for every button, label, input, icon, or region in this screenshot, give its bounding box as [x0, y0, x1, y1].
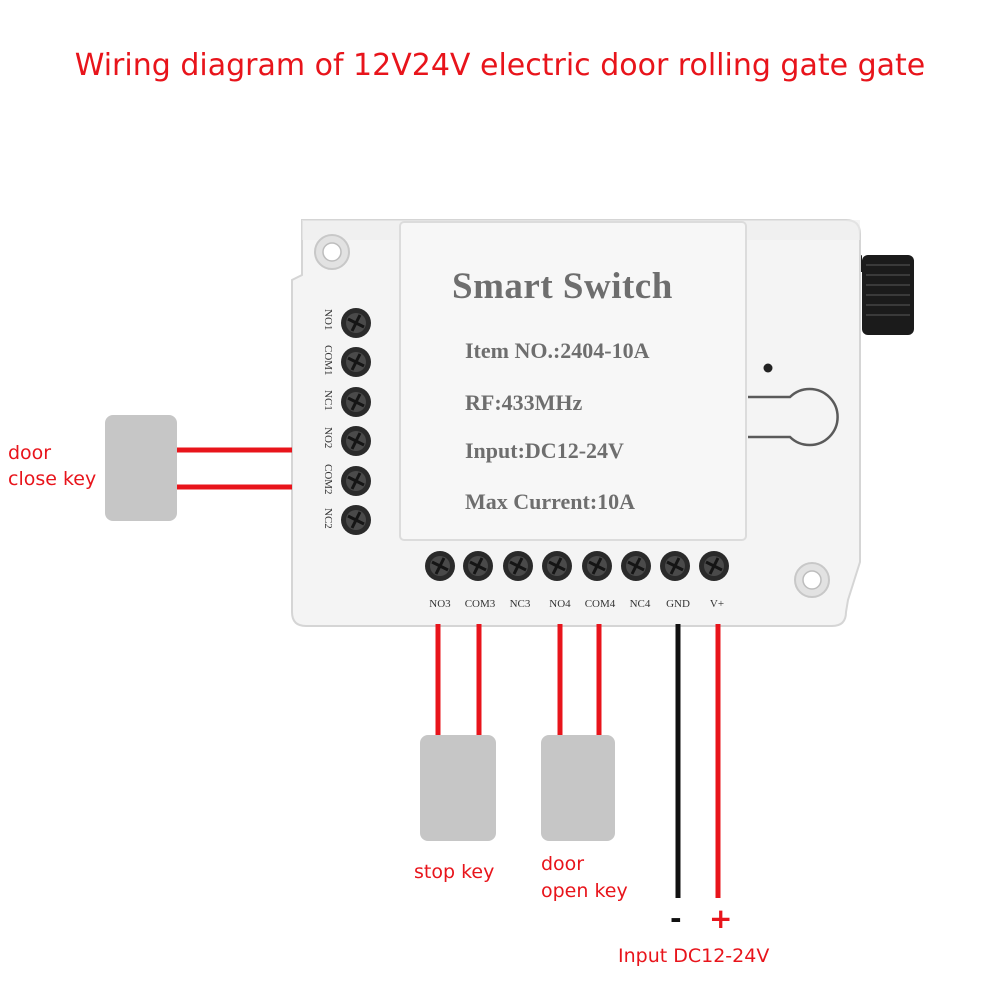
- terminal-label-vplus: V+: [709, 598, 725, 610]
- power-input-label: Input DC12-24V: [618, 945, 770, 967]
- stop-key: [420, 735, 496, 841]
- door-close-label-line1: door: [8, 442, 52, 464]
- terminal-screw: [341, 347, 371, 377]
- bottom-terminal-block: [425, 551, 729, 581]
- terminal-label-no2: NO2: [322, 427, 334, 449]
- terminal-screw: [341, 387, 371, 417]
- terminal-label-no3: NO3: [429, 598, 451, 610]
- door-open-wires: [557, 624, 602, 737]
- terminal-screw: [699, 551, 729, 581]
- terminal-screw: [542, 551, 572, 581]
- side-terminal-block: [341, 308, 371, 535]
- item-number: Item NO.:2404-10A: [465, 338, 650, 363]
- terminal-label-com3: COM3: [464, 598, 496, 610]
- door-close-wires: [177, 447, 292, 490]
- learn-button[interactable]: [748, 363, 839, 447]
- door-close-label-line2: close key: [8, 468, 97, 490]
- terminal-screw: [341, 505, 371, 535]
- diagram-title: Wiring diagram of 12V24V electric door r…: [74, 48, 926, 83]
- board-heading: Smart Switch: [452, 266, 673, 307]
- terminal-label-com4: COM4: [584, 598, 616, 610]
- terminal-label-nc3: NC3: [509, 598, 531, 610]
- terminal-screw: [341, 308, 371, 338]
- terminal-label-com1: COM1: [322, 345, 334, 376]
- terminal-screw: [503, 551, 533, 581]
- terminal-screw: [341, 426, 371, 456]
- plus-sign: +: [709, 902, 733, 935]
- input-spec: Input:DC12-24V: [465, 438, 624, 463]
- terminal-screw: [463, 551, 493, 581]
- label-panel: [399, 221, 747, 541]
- terminal-screw: [660, 551, 690, 581]
- terminal-screw: [425, 551, 455, 581]
- terminal-label-com2: COM2: [322, 464, 334, 495]
- terminal-screw: [621, 551, 651, 581]
- mounting-hole-bottom: [794, 562, 830, 598]
- door-open-label-line1: door: [541, 853, 585, 875]
- max-current: Max Current:10A: [465, 489, 636, 514]
- door-open-key: [541, 735, 615, 841]
- terminal-screw: [341, 466, 371, 496]
- terminal-label-nc2: NC2: [322, 508, 334, 529]
- door-open-label-line2: open key: [541, 880, 628, 902]
- stop-wires: [435, 624, 482, 737]
- stop-key-label: stop key: [414, 861, 495, 883]
- terminal-label-gnd: GND: [666, 598, 690, 610]
- rf-frequency: RF:433MHz: [465, 390, 583, 415]
- mounting-hole-top: [314, 234, 350, 270]
- terminal-screw: [582, 551, 612, 581]
- terminal-label-nc4: NC4: [629, 598, 651, 610]
- door-close-key: [105, 415, 177, 521]
- terminal-label-nc1: NC1: [322, 390, 334, 411]
- minus-sign: -: [670, 902, 682, 935]
- terminal-label-no1: NO1: [322, 309, 334, 331]
- terminal-label-no4: NO4: [549, 598, 571, 610]
